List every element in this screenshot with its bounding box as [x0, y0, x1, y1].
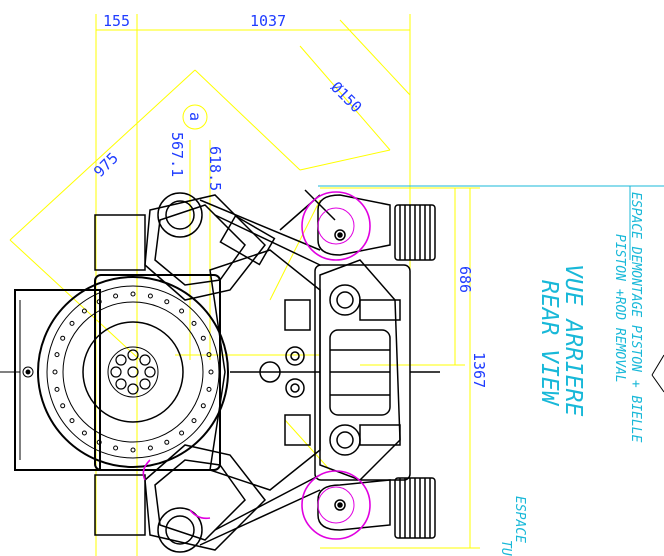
dim-155: 155 — [103, 12, 130, 30]
flywheel-bolt — [60, 403, 66, 409]
upper-turbo — [317, 194, 436, 261]
dimension-lines — [9, 14, 480, 556]
flywheel-hub — [110, 349, 156, 395]
bottom-space-label-fr: ESPACE — [512, 496, 527, 543]
bottom-space-label-en: TU — [498, 540, 513, 556]
flywheel-bolt — [52, 369, 58, 375]
dim-686: 686 — [456, 266, 474, 293]
flywheel-bolt — [81, 308, 87, 314]
view-title-fr: VUE ARRIERE — [560, 264, 586, 416]
dim-567: 567.1 — [168, 132, 186, 177]
flywheel-bolt — [147, 293, 153, 299]
flywheel-bolt — [179, 308, 185, 314]
flywheel-bolt — [54, 352, 60, 358]
left-lower-bank — [94, 444, 321, 553]
dim-618: 618.5 — [206, 146, 224, 191]
removal-space-label-en: PISTON +ROD REMOVAL — [612, 234, 627, 383]
flywheel-bolt — [147, 445, 153, 451]
right-block — [279, 189, 440, 481]
flywheel-bolt — [54, 386, 60, 392]
flywheel-bolt — [191, 418, 197, 424]
dim-1037: 1037 — [250, 12, 286, 30]
flywheel-bolt — [191, 320, 197, 326]
view-annotations: ESPACE DEMONTAGE PISTON + BIELLE PISTON … — [498, 192, 643, 556]
flywheel-bolt — [96, 439, 102, 445]
accessory-wheels — [142, 191, 371, 540]
flywheel-bolt — [200, 403, 206, 409]
dim-1367: 1367 — [470, 352, 488, 388]
view-title-en: REAR VIEW — [536, 280, 562, 407]
left-upper-bank — [94, 192, 321, 301]
flywheel-bolt — [200, 335, 206, 341]
dim-975: 975 — [90, 149, 122, 181]
flywheel-bolt — [113, 293, 119, 299]
engine-body — [0, 189, 440, 553]
flywheel-bolt — [60, 335, 66, 341]
lower-turbo — [317, 477, 436, 539]
flywheel-bolt — [81, 430, 87, 436]
flywheel-bolt — [164, 439, 170, 445]
removal-space-label-fr: ESPACE DEMONTAGE PISTON + BIELLE — [628, 192, 643, 443]
crankcase — [209, 249, 321, 491]
dim-diameter-150: Ø150 — [327, 78, 365, 116]
flywheel-bolt — [206, 386, 212, 392]
flywheel-bolt — [69, 418, 75, 424]
edge-detail — [651, 354, 664, 393]
flywheel-bolt — [96, 299, 102, 305]
flywheel-bolt — [208, 369, 214, 375]
reference-marker-a: a — [186, 112, 204, 121]
reference-marker-circle — [182, 104, 208, 130]
flywheel-bolt — [69, 320, 75, 326]
dimension-labels: 155 1037 Ø150 975 567.1 618.5 686 1367 a — [90, 12, 488, 388]
lower-wheel — [301, 470, 371, 540]
upper-wheel — [301, 191, 371, 261]
flywheel-bolt — [164, 299, 170, 305]
flywheel-bolt — [206, 352, 212, 358]
flywheel-bolt-ring — [52, 291, 214, 453]
flywheel-bolt — [113, 445, 119, 451]
flywheel-bolt — [130, 291, 136, 297]
flywheel-bolt — [179, 430, 185, 436]
flywheel-bolt — [130, 447, 136, 453]
annotation-lines — [318, 185, 664, 260]
